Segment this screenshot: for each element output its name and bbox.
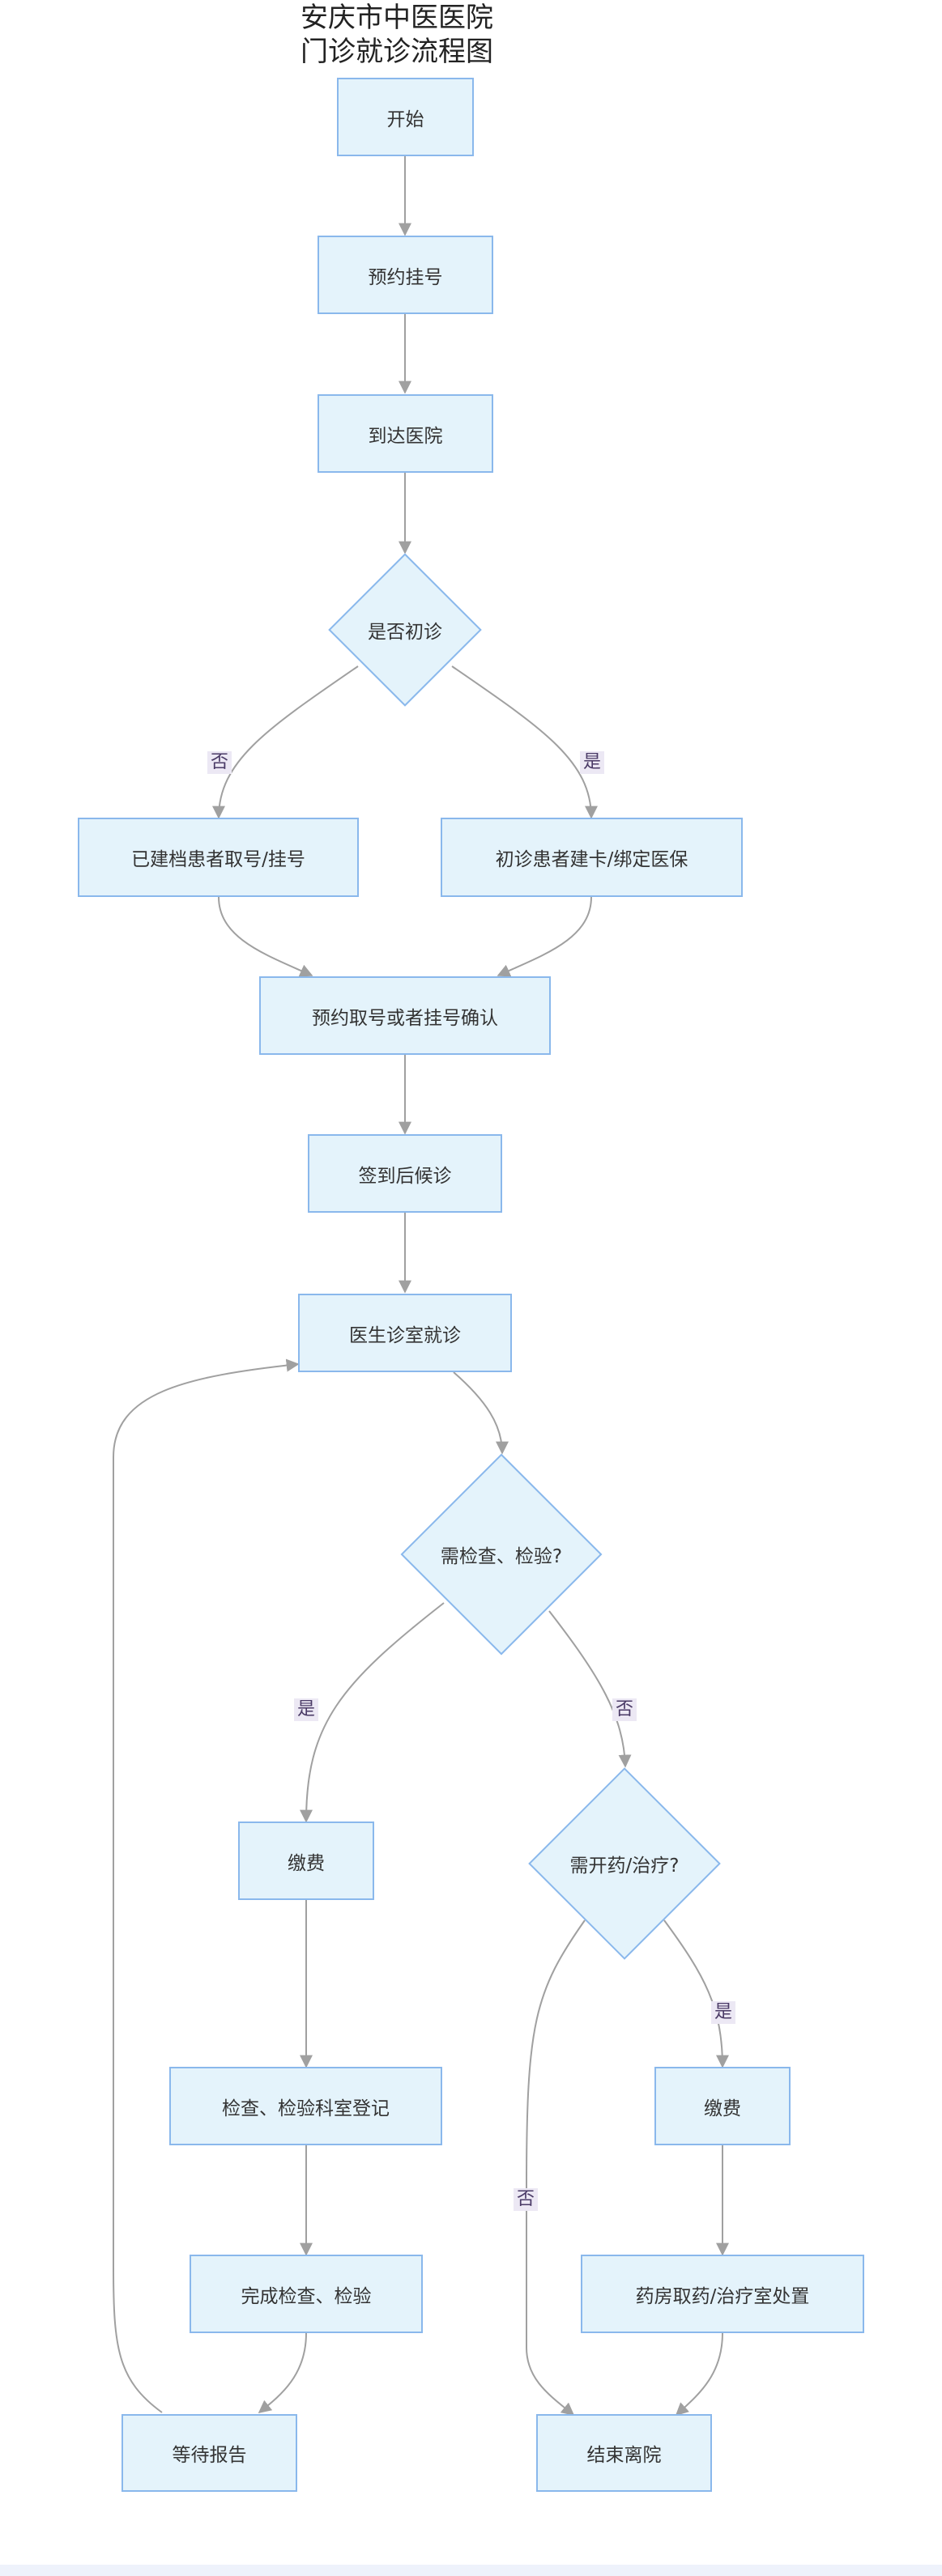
edge-pharmacy-end — [675, 2332, 723, 2417]
edge-label-first-yes: 是 — [580, 751, 605, 774]
node-confirm: 预约取号或者挂号确认 — [259, 976, 551, 1055]
node-arrive: 到达医院 — [318, 394, 493, 473]
edge-waitreport-consult — [113, 1358, 300, 2413]
decision-first-visit-label: 是否初诊 — [368, 622, 442, 643]
node-existing-patient: 已建档患者取号/挂号 — [78, 818, 359, 897]
decision-need-exam: 需检查、检验? — [400, 1453, 603, 1656]
node-end: 结束离院 — [536, 2414, 712, 2492]
node-checkin: 签到后候诊 — [308, 1134, 502, 1213]
edge-needexam-needmed — [548, 1610, 632, 1768]
edge-new-confirm — [497, 896, 592, 977]
node-pharmacy: 药房取药/治疗室处置 — [581, 2255, 864, 2333]
edge-label-exam-yes: 是 — [294, 1698, 319, 1721]
edge-examdone-waitreport — [258, 2332, 307, 2413]
node-pay-exam: 缴费 — [238, 1821, 374, 1900]
page-bottom-band — [0, 2565, 942, 2576]
decision-first-visit: 是否初诊 — [328, 553, 482, 707]
edge-needmed-end — [526, 1919, 586, 2417]
node-new-patient: 初诊患者建卡/绑定医保 — [441, 818, 743, 897]
node-appointment: 预约挂号 — [318, 236, 493, 314]
diagram-title-line2: 门诊就诊流程图 — [301, 36, 493, 68]
edge-label-exam-no: 否 — [612, 1698, 637, 1721]
edge-needmed-paymed — [663, 1919, 729, 2068]
node-consult: 医生诊室就诊 — [298, 1294, 512, 1372]
node-pay-medicine: 缴费 — [654, 2067, 791, 2145]
edge-label-first-no: 否 — [207, 751, 232, 774]
edge-label-med-no: 否 — [514, 2188, 539, 2211]
edge-consult-needexam — [453, 1371, 509, 1455]
diagram-title-line1: 安庆市中医医院 — [301, 2, 493, 34]
node-wait-report: 等待报告 — [121, 2414, 297, 2492]
edge-firstvisit-existing — [212, 665, 359, 819]
edge-existing-confirm — [218, 896, 313, 977]
edge-label-med-yes: 是 — [711, 2001, 736, 2024]
node-exam-register: 检查、检验科室登记 — [169, 2067, 442, 2145]
edge-firstvisit-new — [451, 665, 598, 819]
node-start: 开始 — [337, 78, 474, 156]
decision-need-medicine: 需开药/治疗? — [527, 1766, 722, 1961]
decision-need-exam-label: 需检查、检验? — [440, 1546, 563, 1567]
decision-need-medicine-label: 需开药/治疗? — [569, 1855, 680, 1877]
edge-needexam-payexam — [300, 1602, 445, 1823]
node-exam-done: 完成检查、检验 — [190, 2255, 423, 2333]
